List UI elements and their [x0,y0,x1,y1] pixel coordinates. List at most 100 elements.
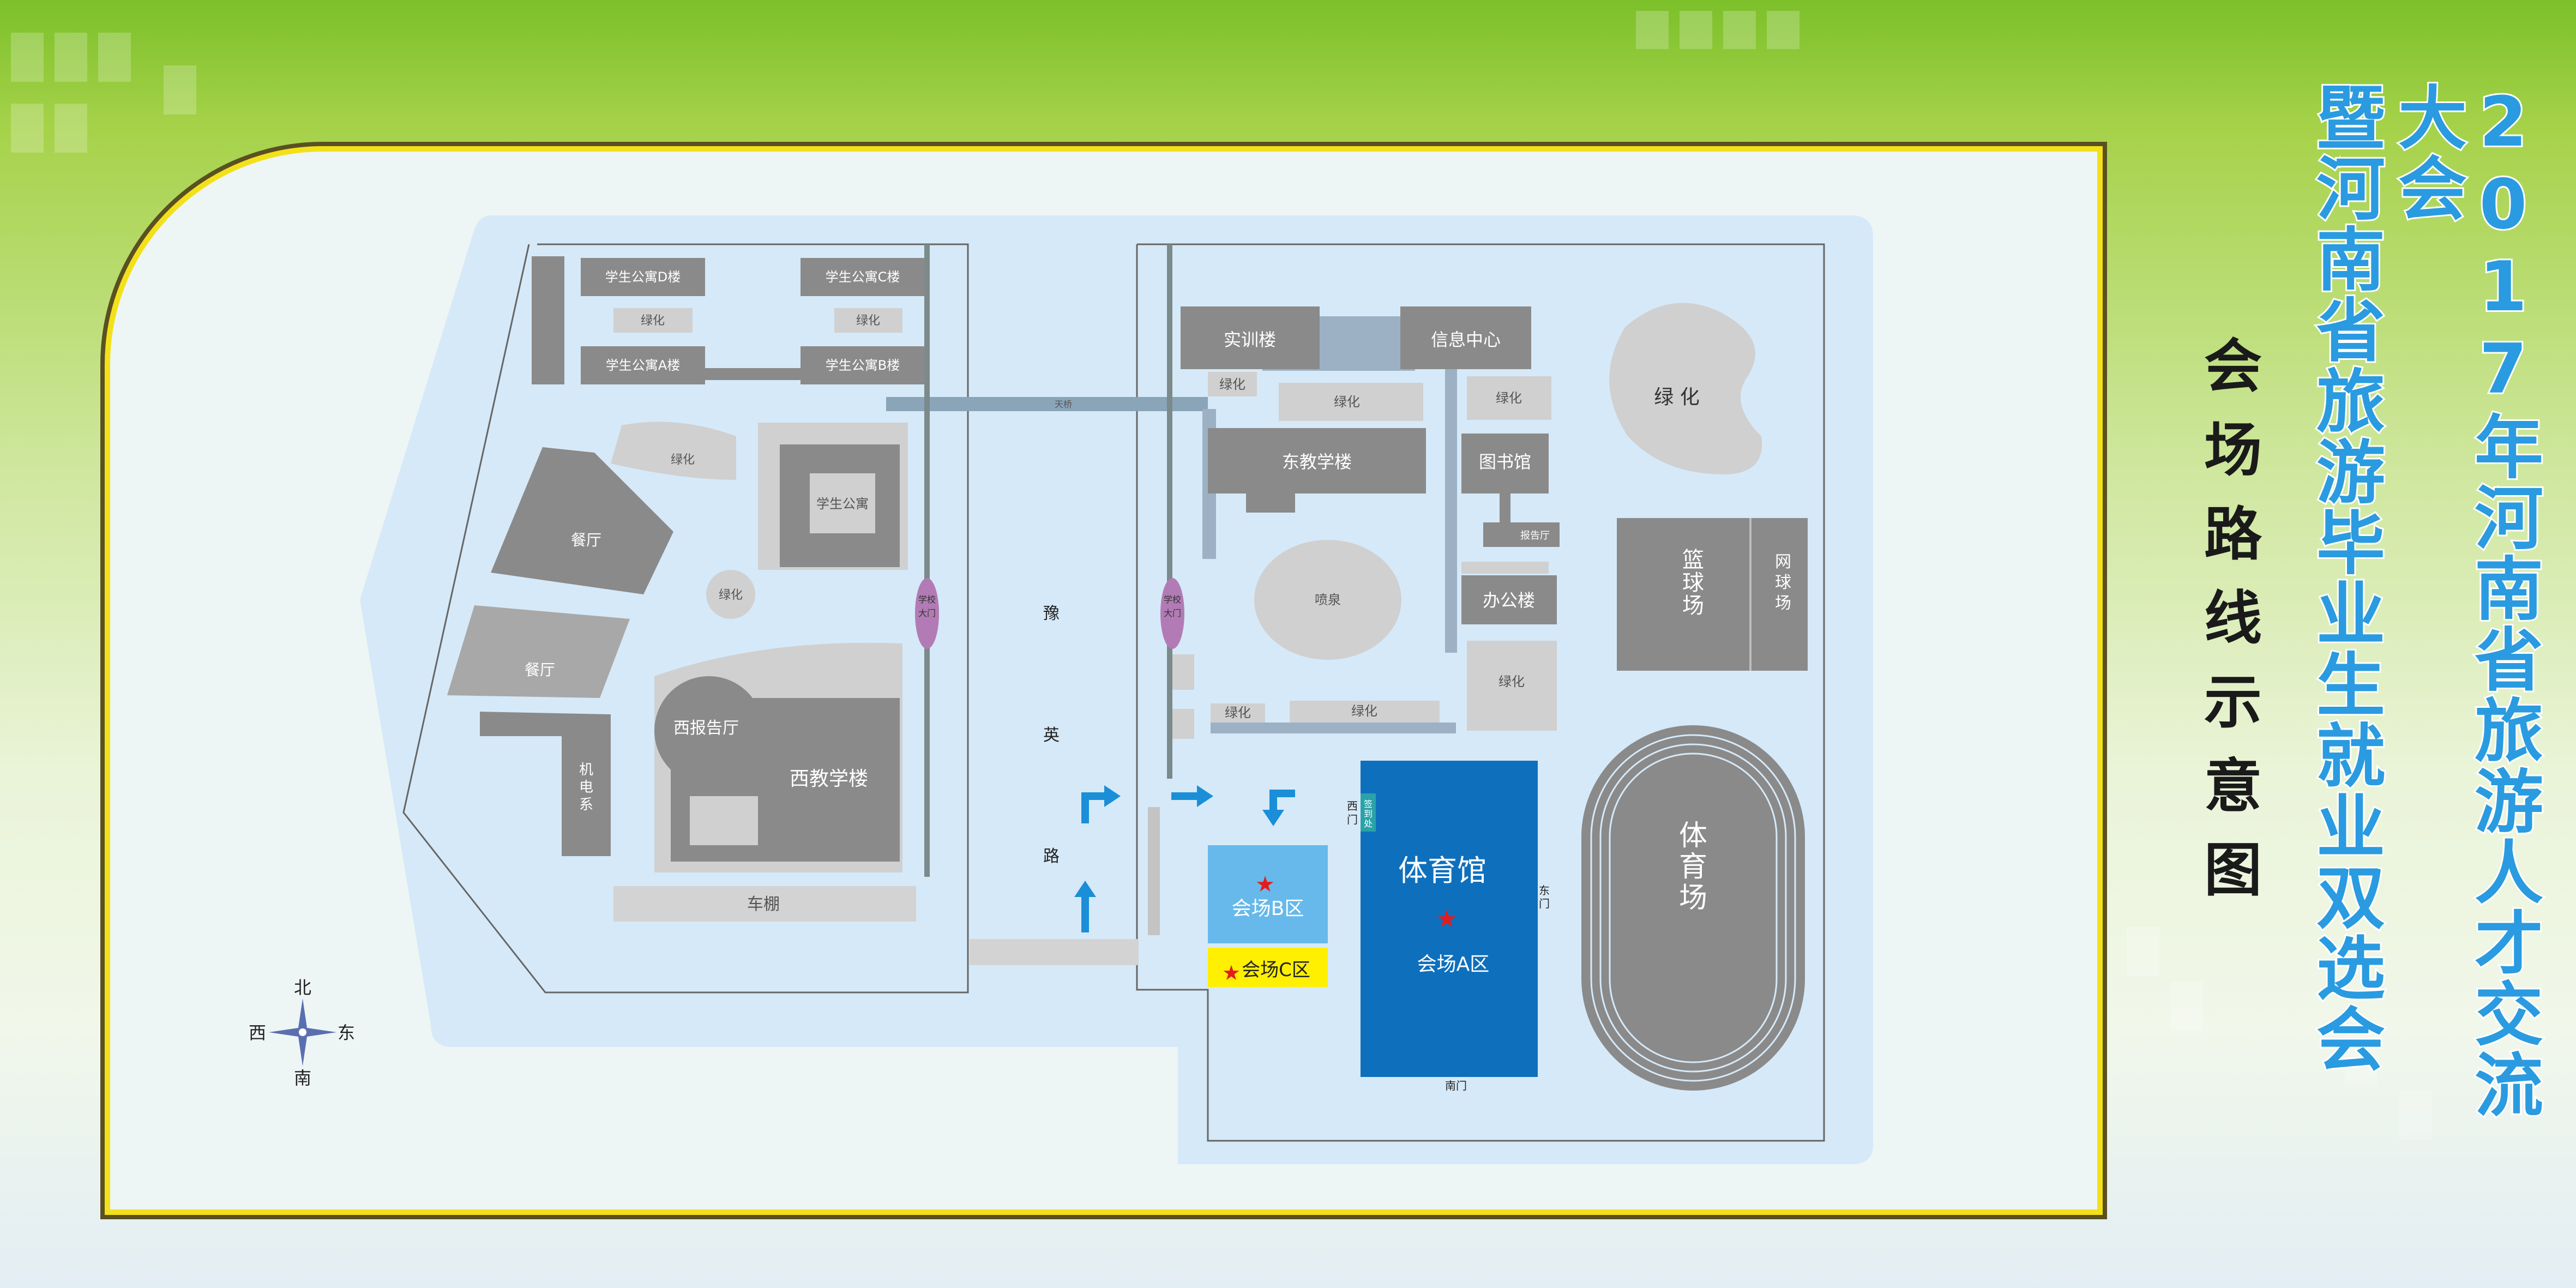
label-signin-2: 到 [1364,809,1373,819]
label-stadium-2: 育 [1679,851,1707,883]
west-gate [915,578,939,649]
venue-c [1208,948,1328,987]
label-canteen-1: 餐厅 [571,531,601,549]
dorm-c [801,258,925,296]
label-dorm-c: 学生公寓C楼 [826,269,900,285]
green-e2 [1279,383,1423,421]
label-venue-a: 会场A区 [1417,953,1490,976]
route-arrows [1074,785,1295,932]
east-teach [1208,428,1426,493]
label-canteen-2: 餐厅 [525,661,555,679]
green-w3 [611,422,736,480]
library [1461,434,1549,493]
gate-pad1 [1172,654,1194,690]
road-char-1: 豫 [1043,604,1060,623]
label-library: 图书馆 [1479,452,1531,472]
venue-b [1208,845,1328,943]
label-green-e2: 绿化 [1334,394,1360,410]
compass-w: 西 [249,1022,266,1043]
green-e4 [1467,641,1557,731]
label-green-w3: 绿化 [671,453,695,467]
mech [480,712,611,856]
label-mech-3: 系 [579,797,593,813]
canteen-1 [491,447,673,594]
green-e5 [1211,703,1265,725]
label-dorm-b: 学生公寓B楼 [826,358,900,373]
label-green-w1: 绿化 [641,314,665,328]
venue-a-star: ★ [1436,905,1457,933]
label-east-teach: 东教学楼 [1282,452,1352,472]
label-tennis-2: 球 [1775,573,1791,592]
training [1181,306,1320,369]
dorm-b [801,346,925,384]
label-green-w4: 绿化 [719,588,743,602]
fountain [1254,540,1401,660]
west-hall [654,676,763,785]
report-hall [1483,522,1560,547]
label-basket-2: 球 [1682,570,1704,595]
compass-e: 东 [338,1022,355,1043]
label-stadium-1: 体 [1679,820,1707,852]
label-south-door: 南门 [1445,1079,1467,1092]
label-east-gate-1: 学校 [1164,594,1181,605]
label-office: 办公楼 [1483,590,1535,611]
green-big [1609,303,1762,474]
venue-c-star: ★ [1222,961,1241,985]
road-char-2: 英 [1043,726,1060,745]
label-east-gate-2: 大门 [1164,608,1181,618]
west-teach-court [690,796,758,845]
west-fence [924,244,930,877]
green-w1 [613,308,693,333]
dorm-link [705,368,801,380]
label-mech-2: 电 [579,779,593,796]
dorm-block-inner [810,473,875,533]
label-east-door-1: 东 [1539,884,1550,897]
label-venue-c: 会场C区 [1242,959,1310,981]
compass-rose [269,998,336,1066]
green-e3 [1467,376,1551,420]
corridor-d [1211,723,1456,733]
plaza [970,939,1139,965]
green-e6 [1290,701,1440,723]
info [1400,306,1531,369]
label-west-gate-2: 大门 [918,608,936,618]
label-west-gate-1: 学校 [918,594,936,605]
dorm-d [581,258,705,296]
east-boundary [1136,243,1825,1142]
label-green-w2: 绿化 [856,314,880,328]
label-west-teach: 西教学楼 [790,768,868,790]
label-green-e1: 绿化 [1219,377,1245,392]
label-dorm: 学生公寓 [816,496,869,511]
map-title: 会场路线示意图 [2194,335,2261,923]
lib-link [1500,493,1510,523]
east-gate [1160,578,1184,649]
office [1461,575,1557,624]
event-title-line1: 2017年河南省旅游人才交流大会 [2385,80,2545,1122]
green-e1 [1208,372,1257,396]
road-char-3: 路 [1043,847,1060,866]
dorm-a [581,346,705,384]
east-teach-b [1246,493,1295,513]
label-tennis-1: 网 [1775,552,1791,571]
green-w2 [834,308,902,333]
label-venue-b: 会场B区 [1232,898,1304,920]
label-report: 报告厅 [1520,530,1550,541]
compass-s: 南 [294,1068,311,1088]
label-stadium-3: 场 [1679,882,1707,914]
label-west-hall: 西报告厅 [673,719,739,738]
gate-pad2 [1172,709,1194,739]
label-tennis-3: 场 [1775,594,1791,613]
canteen-2 [447,605,630,698]
label-dorm-a: 学生公寓A楼 [606,358,680,373]
label-green-big: 绿 化 [1654,386,1699,408]
label-signin-1: 签 [1364,799,1373,809]
west-strip [532,256,564,384]
label-green-e6: 绿化 [1351,703,1377,719]
event-title-line2: 暨河南省旅游毕业生就业双选会 [2303,80,2387,1076]
label-bridge: 天桥 [1055,399,1072,410]
label-shed: 车棚 [747,895,780,914]
compass-n: 北 [294,977,311,998]
label-west-door-2: 门 [1347,813,1358,826]
courts [1617,518,1808,671]
